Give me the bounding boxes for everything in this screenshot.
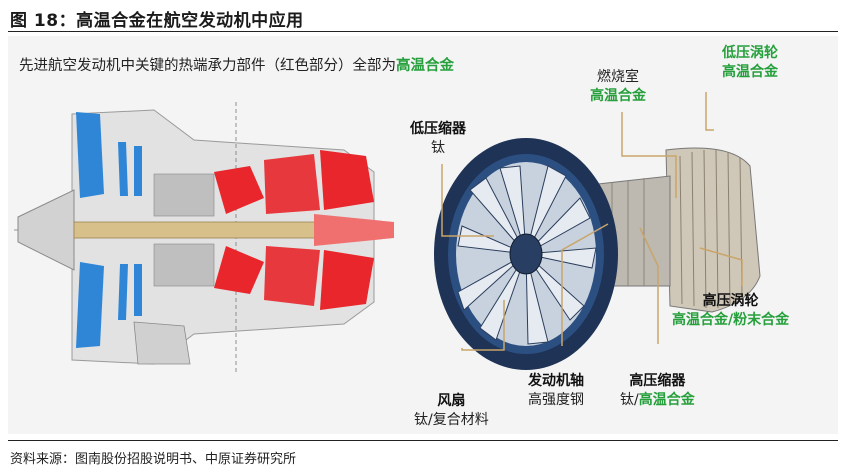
figure-title: 图 18：高温合金在航空发动机中应用 (10, 11, 304, 31)
lp-compressor-name: 低压缩器 (410, 121, 466, 137)
label-lp-turbine: 低压涡轮 高温合金 (722, 44, 778, 82)
label-hp-compressor: 高压缩器 钛/高温合金 (620, 372, 695, 410)
source-note: 资料来源：图南股份招股说明书、中原证券研究所 (10, 452, 297, 467)
label-combustor: 燃烧室 高温合金 (590, 68, 646, 106)
label-lp-compressor: 低压缩器 钛 (410, 120, 466, 158)
fan-name: 风扇 (437, 393, 466, 409)
fan-material: 钛/复合材料 (414, 412, 489, 428)
label-shaft: 发动机轴 高强度钢 (528, 372, 584, 410)
lp-compressor-material: 钛 (431, 140, 445, 156)
hp-turbine-material: 高温合金/粉末合金 (672, 312, 790, 328)
engine-cross-section (14, 102, 394, 372)
hp-compressor-material-highlight: 高温合金 (638, 392, 695, 408)
lp-turbine-name: 低压涡轮 (722, 45, 778, 61)
hp-compressor-material-plain: 钛/ (620, 392, 639, 408)
subtitle-text: 先进航空发动机中关键的热端承力部件（红色部分）全部为 (19, 58, 396, 74)
shaft-material: 高强度钢 (528, 392, 584, 408)
subtitle-highlight: 高温合金 (396, 58, 454, 74)
shaft-name: 发动机轴 (528, 373, 584, 389)
combustor-material: 高温合金 (590, 88, 646, 104)
hp-compressor-name: 高压缩器 (629, 373, 686, 389)
label-fan: 风扇 钛/复合材料 (414, 392, 489, 430)
hp-turbine-name: 高压涡轮 (702, 293, 759, 309)
hp-compressor-material-line: 钛/高温合金 (620, 391, 695, 410)
figure-subtitle: 先进航空发动机中关键的热端承力部件（红色部分）全部为高温合金 (19, 54, 454, 75)
combustor-name: 燃烧室 (597, 69, 639, 85)
label-hp-turbine: 高压涡轮 高温合金/粉末合金 (672, 292, 789, 330)
top-rule (8, 31, 838, 32)
bottom-rule (8, 440, 838, 441)
lp-turbine-material: 高温合金 (722, 64, 778, 80)
engine-cutaway (434, 138, 761, 370)
